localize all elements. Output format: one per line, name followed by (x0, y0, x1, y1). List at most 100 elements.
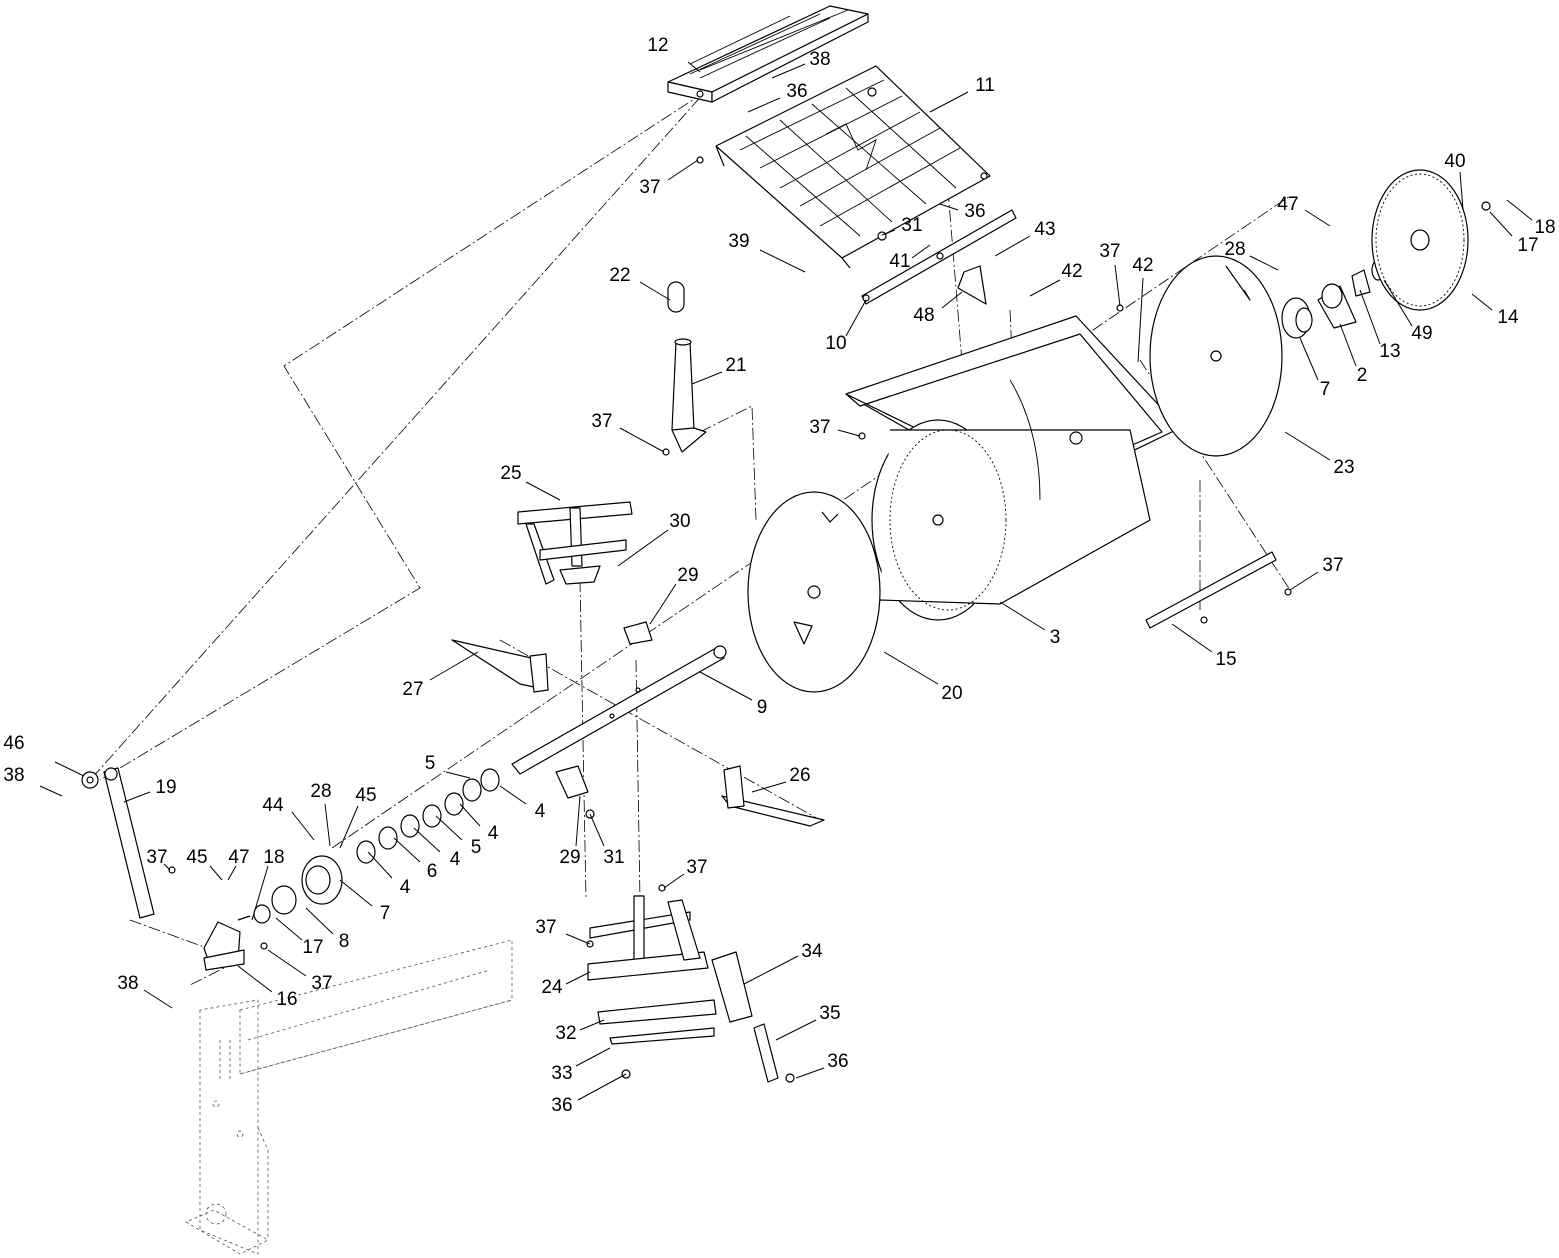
callout-leader-15 (1171, 623, 1213, 653)
callout-leader-18 (251, 865, 269, 921)
callout-label-41: 41 (889, 251, 910, 272)
callout-leader-24 (565, 971, 591, 985)
callout-label-28: 28 (1224, 239, 1245, 260)
callout-label-49: 49 (1411, 323, 1432, 344)
callout-label-28: 28 (310, 781, 331, 802)
callout-leader-36 (939, 203, 959, 211)
part-29-clips (555, 621, 653, 799)
phantom-frame (185, 939, 513, 1255)
callout-leader-5 (445, 771, 471, 779)
callout-leader-42 (1029, 279, 1061, 297)
callout-leader-23 (1284, 431, 1331, 461)
callout-leader-37 (619, 427, 665, 453)
callout-leader-29 (575, 795, 581, 847)
callout-label-22: 22 (609, 265, 630, 286)
part-27-bracket (451, 639, 549, 693)
callout-label-20: 20 (941, 683, 962, 704)
callout-label-11: 11 (975, 75, 995, 96)
callout-leader-34 (743, 955, 799, 985)
callout-label-4: 4 (400, 877, 411, 898)
callout-label-37: 37 (809, 417, 830, 438)
callout-leader-33 (575, 1047, 611, 1067)
callout-label-34: 34 (801, 941, 823, 962)
callout-leader-4 (499, 785, 527, 805)
callout-leader-8 (305, 907, 334, 935)
callout-label-37: 37 (686, 857, 707, 878)
callout-leader-26 (751, 781, 787, 793)
callout-leader-37 (565, 933, 591, 945)
callout-label-7: 7 (1320, 379, 1331, 400)
part-16-pillow-block (203, 921, 245, 971)
callout-leader-13 (1359, 289, 1381, 345)
callout-leader-4 (367, 851, 393, 879)
washers-stack (356, 768, 500, 864)
callout-label-29: 29 (559, 847, 580, 868)
callout-leader-27 (429, 651, 479, 681)
callout-leader-20 (883, 651, 939, 685)
callout-leader-9 (699, 671, 753, 701)
callout-label-17: 17 (302, 937, 323, 958)
callout-label-47: 47 (1277, 194, 1298, 215)
part-15-strip (1145, 551, 1277, 629)
callout-leader-36 (577, 1073, 627, 1101)
callout-label-6: 6 (427, 861, 438, 882)
callout-label-38: 38 (3, 765, 24, 786)
callout-label-18: 18 (263, 847, 284, 868)
part-12-step-plate (667, 5, 869, 103)
callout-label-37: 37 (146, 847, 167, 868)
callout-label-26: 26 (789, 765, 810, 786)
callout-label-5: 5 (425, 753, 436, 774)
callout-label-17: 17 (1517, 235, 1538, 256)
callout-label-36: 36 (964, 201, 985, 222)
callout-label-31: 31 (901, 215, 922, 236)
callout-leader-28 (324, 803, 331, 847)
part-26-bracket (721, 765, 825, 827)
callout-label-37: 37 (1322, 555, 1343, 576)
callout-leader-44 (291, 811, 315, 841)
callout-label-8: 8 (339, 931, 350, 952)
callout-leader-3 (999, 601, 1046, 631)
callout-leader-16 (237, 965, 273, 993)
callout-label-47: 47 (228, 847, 249, 868)
callout-leader-30 (617, 529, 669, 567)
part-3-hopper-drum (845, 315, 1181, 621)
callout-leader-37 (1114, 264, 1121, 307)
callout-label-9: 9 (757, 697, 768, 718)
callout-leader-29 (649, 583, 677, 625)
callout-label-24: 24 (541, 977, 563, 998)
callout-leader-37 (667, 159, 699, 181)
callout-label-4: 4 (488, 823, 499, 844)
callout-label-10: 10 (825, 333, 846, 354)
callout-leader-18 (1506, 199, 1533, 221)
callout-leader-37 (267, 949, 307, 977)
lower-scraper-assembly (587, 895, 779, 1083)
callout-label-33: 33 (551, 1063, 572, 1084)
right-bearing-stack (1281, 259, 1385, 339)
callout-leader-35 (775, 1019, 817, 1041)
callout-leader-41 (911, 244, 931, 259)
callout-label-18: 18 (1534, 217, 1555, 238)
callout-label-4: 4 (535, 801, 546, 822)
callout-leader-2 (1339, 323, 1357, 367)
callout-label-30: 30 (669, 511, 690, 532)
callout-label-23: 23 (1333, 457, 1354, 478)
callout-label-37: 37 (1099, 241, 1120, 262)
callout-leader-49 (1383, 279, 1413, 327)
callout-leader-43 (994, 235, 1031, 257)
callout-label-37: 37 (591, 411, 612, 432)
callout-label-37: 37 (535, 917, 556, 938)
callout-leader-42 (1137, 277, 1144, 363)
callout-leader-48 (941, 291, 963, 309)
callout-leader-47 (1304, 209, 1331, 227)
callout-label-7: 7 (380, 903, 391, 924)
callout-leader-7 (1299, 337, 1319, 381)
callout-leader-7 (339, 879, 373, 907)
callout-leader-38 (143, 989, 173, 1009)
callout-leader-38 (39, 785, 63, 797)
callout-leader-17 (1489, 211, 1513, 237)
hardware-dots (168, 156, 1292, 1083)
callout-label-38: 38 (117, 973, 138, 994)
callout-label-27: 27 (402, 679, 423, 700)
